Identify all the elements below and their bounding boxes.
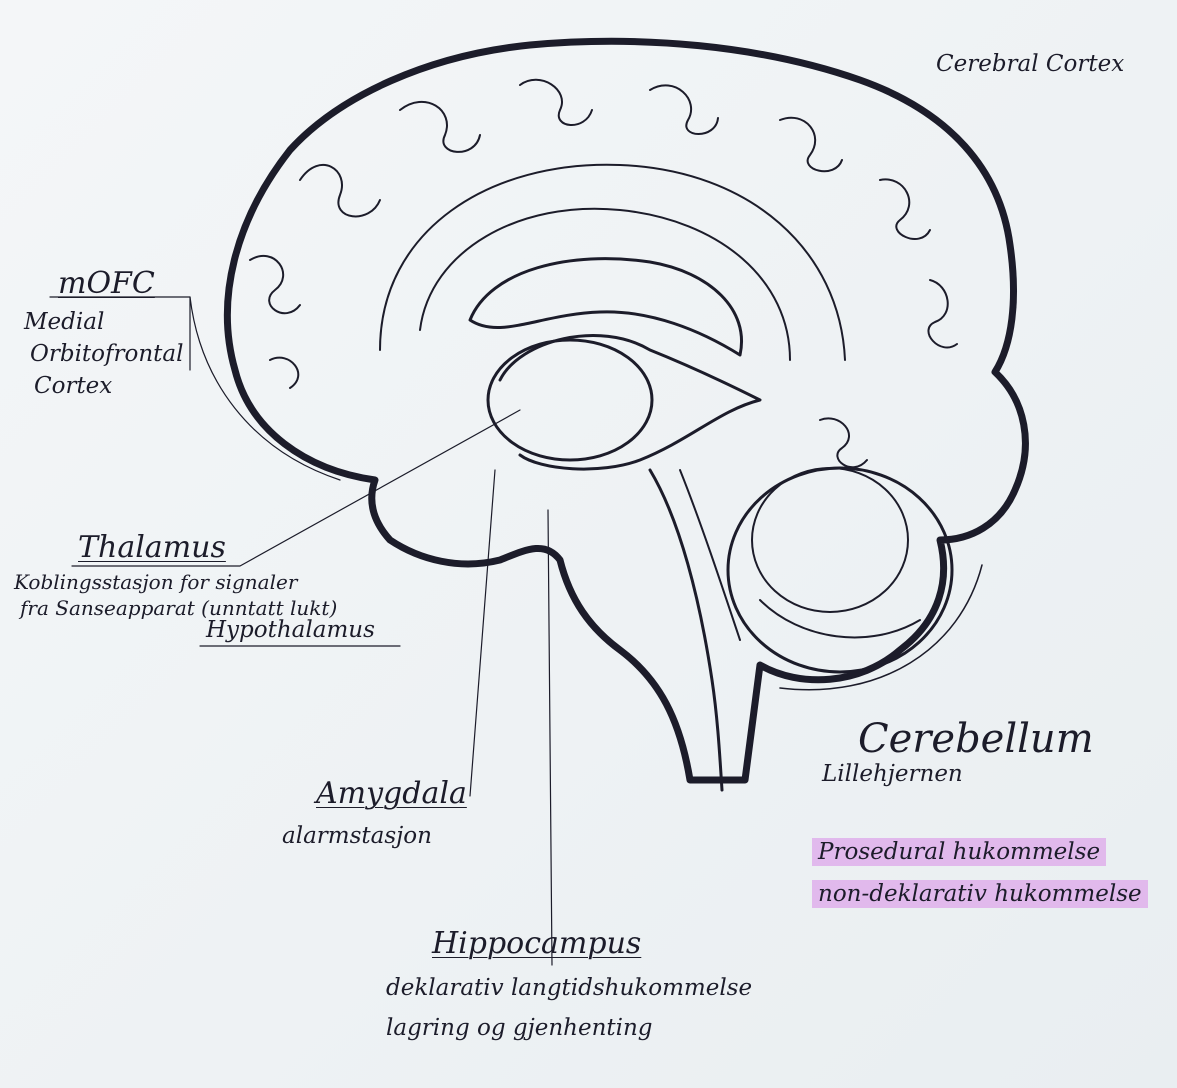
label-mofc-line-1: Medial <box>24 310 104 334</box>
cingulate-arc <box>380 165 845 360</box>
fornix <box>500 336 760 470</box>
label-hippocampus-desc-2: lagring og gjenhenting <box>386 1016 653 1040</box>
label-mofc-title: mOFC <box>58 268 155 300</box>
label-cerebral-cortex: Cerebral Cortex <box>936 52 1124 76</box>
label-cerebellum-title: Cerebellum <box>858 718 1094 760</box>
label-thalamus-desc-1: Koblingsstasjon for signaler <box>14 572 297 593</box>
label-cerebellum-desc: Lillehjernen <box>822 762 963 786</box>
mofc-leader <box>190 297 340 480</box>
label-thalamus-desc-2: fra Sanseapparat (unntatt lukt) <box>20 598 337 619</box>
label-procedural-2: non-deklarativ hukommelse <box>812 880 1148 908</box>
label-thalamus-title: Thalamus <box>78 532 226 564</box>
label-amygdala-desc: alarmstasjon <box>282 824 432 848</box>
label-hypothalamus: Hypothalamus <box>206 618 375 642</box>
label-mofc-line-2: Orbitofrontal <box>30 342 184 366</box>
cerebellum-arbor <box>752 468 908 612</box>
label-hippocampus-title: Hippocampus <box>432 928 641 960</box>
amygdala-leader <box>470 470 495 796</box>
thalamus-shape <box>488 340 652 460</box>
cerebellum-fold <box>760 600 920 637</box>
brainstem <box>650 470 722 790</box>
label-hippocampus-desc-1: deklarativ langtidshukommelse <box>386 976 752 1000</box>
label-procedural-1: Prosedural hukommelse <box>812 838 1106 866</box>
hippocampus-leader <box>548 510 552 965</box>
cerebellum-shape <box>728 468 952 672</box>
label-mofc-line-3: Cortex <box>34 374 112 398</box>
label-amygdala-title: Amygdala <box>316 778 467 810</box>
brainstem-inner <box>680 470 740 640</box>
gyri <box>250 80 957 467</box>
corpus-callosum <box>470 259 742 355</box>
brain-outline <box>227 41 1025 780</box>
